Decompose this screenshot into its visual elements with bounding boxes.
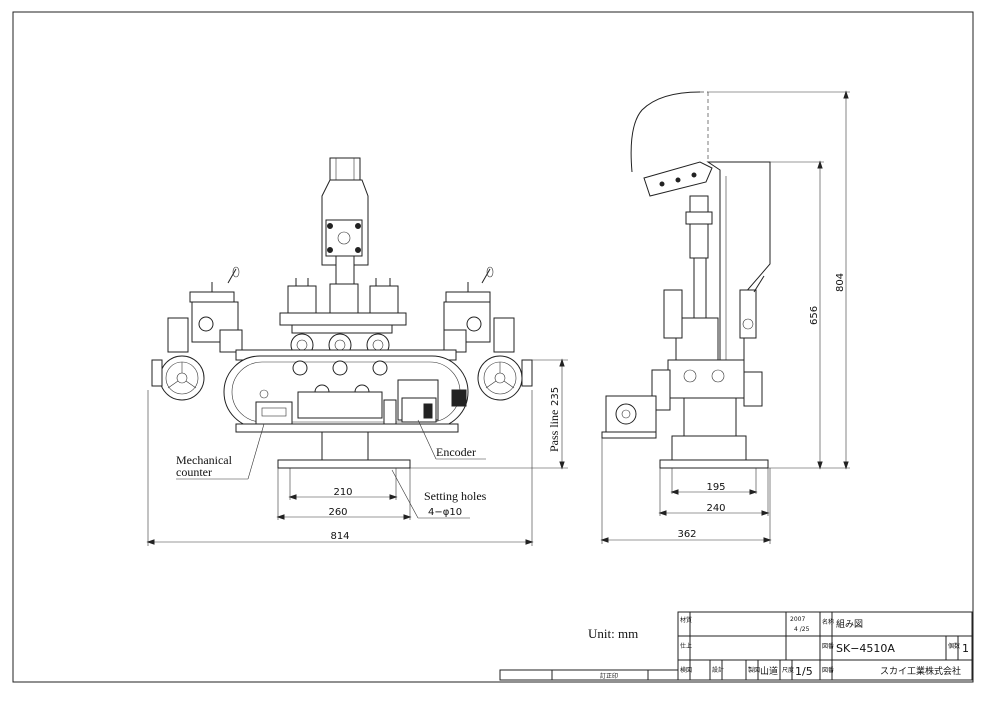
dim-656: 656 (809, 306, 820, 325)
dim-260: 260 (328, 507, 347, 518)
tb-scale: 1/5 (795, 665, 813, 678)
front-view (147, 157, 533, 546)
tb-date-md: 4 /25 (794, 626, 810, 633)
side-dimensions: 195 240 362 656 804 (600, 90, 850, 543)
tb-model: SK−4510A (836, 642, 895, 655)
tb-name-label: 名称 (822, 618, 834, 626)
dim-195: 195 (706, 482, 725, 493)
pass-line-label: Pass line (547, 410, 561, 452)
encoder-label: Encoder (436, 445, 476, 459)
tb-correction-label: 訂正印 (600, 672, 618, 680)
unit-note: Unit: mm (588, 626, 638, 641)
mechanical-counter-label-line2: counter (176, 465, 212, 479)
dim-362: 362 (677, 529, 696, 540)
tb-date-year: 2007 (790, 616, 805, 623)
sheet-border (12, 11, 974, 683)
front-dimensions: 210 260 814 Pass line 235 (146, 358, 568, 545)
tb-company: スカイ工業株式会社 (880, 665, 961, 677)
dim-240: 240 (706, 503, 725, 514)
dim-814: 814 (330, 531, 349, 542)
tb-scale-label: 尺度 (782, 666, 794, 674)
dim-235: 235 (550, 387, 561, 406)
tb-drawing-name: 組み図 (836, 618, 863, 630)
tb-material-label: 材質 (680, 616, 692, 624)
title-block: 材質 仕上 検図 設計 製図 山道 尺度 1/5 2007 4 /25 名称 組… (499, 611, 973, 681)
tb-design-label: 設計 (712, 666, 724, 674)
setting-holes-label: Setting holes (424, 489, 487, 503)
side-view (601, 91, 771, 544)
tb-draw-label: 製図 (748, 666, 760, 674)
tb-count-label: 個数 (948, 642, 960, 650)
tb-drafter: 山道 (760, 665, 778, 677)
setting-holes-spec: 4−φ10 (428, 507, 462, 518)
tb-number-label: 図番 (822, 643, 834, 650)
front-callouts: Mechanical counter Encoder Setting holes… (176, 419, 487, 519)
dim-210: 210 (333, 487, 352, 498)
tb-count: 1 (962, 642, 969, 655)
tb-check-label: 検図 (680, 666, 692, 674)
tb-code-label: 図番 (822, 667, 834, 674)
tb-finish-label: 仕上 (680, 642, 692, 650)
dim-804: 804 (835, 273, 846, 292)
mechanical-counter-label-line1: Mechanical (176, 453, 233, 467)
